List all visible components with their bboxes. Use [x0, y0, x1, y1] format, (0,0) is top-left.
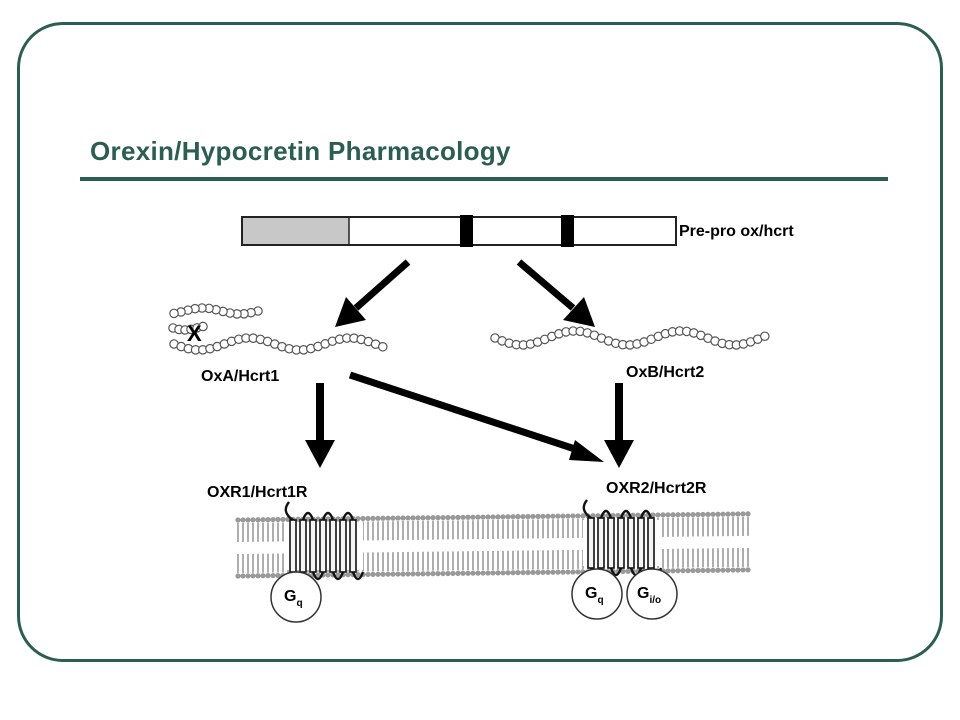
- receptor-2-label: OXR2/Hcrt2R: [606, 480, 707, 497]
- receptor-1-label: OXR1/Hcrt1R: [207, 484, 308, 501]
- gio-r2-main: G: [637, 585, 649, 602]
- arrowhead-oxa: [335, 297, 366, 327]
- disulfide-cross-mark: X: [187, 321, 202, 346]
- title-underline: [80, 177, 888, 181]
- cleavage-site-1: [460, 215, 473, 247]
- arrow-precursor-to-oxa: [353, 259, 411, 311]
- svg-text:Gq: Gq: [284, 588, 303, 609]
- arrows: [305, 259, 634, 468]
- oxr1-receptor: [284, 501, 365, 581]
- cleavage-site-2: [561, 215, 574, 247]
- gq-protein-r1: Gq: [270, 571, 322, 623]
- gq-r1-sub: q: [296, 598, 302, 609]
- arrowhead-oxr1: [305, 440, 335, 468]
- gio-r2-sub: i/o: [649, 595, 661, 606]
- slide-frame: [17, 22, 943, 662]
- gq-r2-sub: q: [597, 595, 603, 606]
- oxa-peptide-chain: [168, 303, 388, 355]
- precursor-bar: [241, 215, 677, 247]
- precursor-label: Pre-pro ox/hcrt: [679, 223, 794, 240]
- oxr2-receptor: [582, 499, 663, 577]
- svg-text:Gi/o: Gi/o: [637, 585, 661, 606]
- peptide-b-label: OxB/Hcrt2: [626, 364, 704, 381]
- arrowhead-oxr2: [604, 440, 634, 468]
- gq-protein-r2: Gq: [571, 568, 623, 620]
- arrow-precursor-to-oxb: [516, 259, 576, 311]
- peptide-a-label: OxA/Hcrt1: [201, 368, 279, 385]
- gq-r2-main: G: [585, 585, 597, 602]
- gio-protein-r2: Gi/o: [626, 568, 678, 620]
- svg-text:Gq: Gq: [585, 585, 604, 606]
- arrowhead-oxa-oxr2: [569, 440, 604, 462]
- slide-title: Orexin/Hypocretin Pharmacology: [90, 136, 511, 166]
- arrowhead-oxb: [563, 297, 595, 327]
- arrow-oxa-to-oxr2: [348, 371, 580, 454]
- signal-peptide-segment: [243, 218, 349, 244]
- oxb-peptide-chain: [490, 326, 770, 350]
- gq-r1-main: G: [284, 588, 296, 605]
